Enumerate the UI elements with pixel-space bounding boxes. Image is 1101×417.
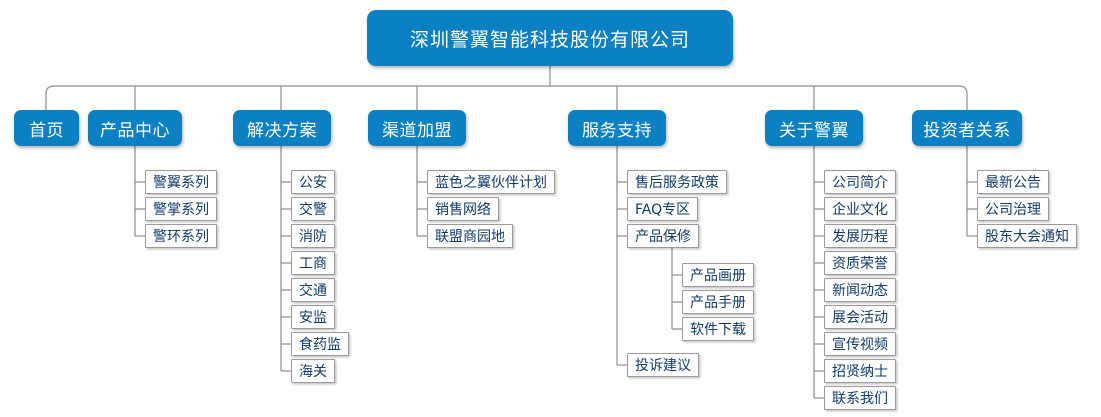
branch-node-label: 投资者关系 [923,120,1011,141]
leaf-node-2-3[interactable]: 工商 [291,251,335,275]
leaf-node-4-2-0[interactable]: 产品画册 [682,263,754,287]
leaf-node-label: 食药监 [299,337,341,353]
leaf-node-label: 新闻动态 [832,283,888,299]
leaf-node-4-2[interactable]: 产品保修 [627,224,699,248]
leaf-node-label: 工商 [299,256,327,272]
leaf-node-1-0[interactable]: 警翼系列 [145,170,217,194]
branch-node-label: 首页 [29,120,64,141]
leaf-node-2-7[interactable]: 海关 [291,359,335,383]
leaf-node-4-2-1[interactable]: 产品手册 [682,290,754,314]
leaf-node-5-3[interactable]: 资质荣誉 [824,251,896,275]
leaf-node-label: 产品保修 [635,229,691,245]
leaf-node-6-1[interactable]: 公司治理 [977,197,1049,221]
connector [45,85,55,110]
leaf-node-label: 售后服务政策 [635,175,719,191]
leaf-node-2-2[interactable]: 消防 [291,224,335,248]
branch-node-0[interactable]: 首页 [14,110,79,146]
leaf-node-5-0[interactable]: 公司简介 [824,170,896,194]
leaf-node-label: 产品手册 [690,295,746,311]
branch-node-label: 服务支持 [582,120,652,141]
branch-node-1[interactable]: 产品中心 [88,110,182,146]
leaf-node-2-1[interactable]: 交警 [291,197,335,221]
branch-node-4[interactable]: 服务支持 [568,110,666,146]
leaf-node-1-1[interactable]: 警掌系列 [145,197,217,221]
leaf-node-label: 警环系列 [153,229,209,245]
leaf-node-label: 蓝色之翼伙伴计划 [435,175,547,191]
leaf-node-label: 公安 [299,175,327,191]
branch-node-2[interactable]: 解决方案 [233,110,331,146]
leaf-node-2-5[interactable]: 安监 [291,305,335,329]
leaf-node-2-6[interactable]: 食药监 [291,332,349,356]
leaf-node-3-0[interactable]: 蓝色之翼伙伴计划 [427,170,555,194]
leaf-node-6-2[interactable]: 股东大会通知 [977,224,1077,248]
leaf-node-label: 交通 [299,283,327,299]
leaf-node-5-4[interactable]: 新闻动态 [824,278,896,302]
leaf-node-label: 公司治理 [985,202,1041,218]
leaf-node-label: 联盟商园地 [435,229,505,245]
leaf-node-label: 最新公告 [985,175,1041,191]
leaf-node-3-2[interactable]: 联盟商园地 [427,224,513,248]
branch-node-label: 产品中心 [100,120,170,141]
leaf-node-4-1[interactable]: FAQ专区 [627,197,699,221]
leaf-node-label: 宣传视频 [832,337,888,353]
leaf-node-4-2-2[interactable]: 软件下载 [682,317,754,341]
leaf-node-6-0[interactable]: 最新公告 [977,170,1049,194]
leaf-node-5-7[interactable]: 招贤纳士 [824,359,896,383]
leaf-node-5-5[interactable]: 展会活动 [824,305,896,329]
branch-node-label: 渠道加盟 [382,120,452,141]
leaf-node-label: 消防 [299,229,327,245]
branch-node-5[interactable]: 关于警翼 [765,110,863,146]
leaf-node-label: 展会活动 [832,310,888,326]
root-node-label: 深圳警翼智能科技股份有限公司 [409,28,690,51]
leaf-node-5-2[interactable]: 发展历程 [824,224,896,248]
leaf-node-label: 招贤纳士 [832,364,888,380]
leaf-node-label: 安监 [299,310,327,326]
leaf-node-2-0[interactable]: 公安 [291,170,335,194]
branch-node-6[interactable]: 投资者关系 [912,110,1022,146]
leaf-node-label: 警翼系列 [153,175,209,191]
leaf-node-label: 企业文化 [832,202,888,218]
branch-node-label: 解决方案 [247,120,317,141]
leaf-node-3-1[interactable]: 销售网络 [427,197,499,221]
branch-node-3[interactable]: 渠道加盟 [368,110,466,146]
leaf-node-label: 海关 [299,364,327,380]
leaf-node-label: 警掌系列 [153,202,209,218]
leaf-node-2-4[interactable]: 交通 [291,278,335,302]
leaf-node-label: 公司简介 [832,175,888,191]
leaf-node-label: 联系我们 [832,391,888,407]
leaf-node-label: FAQ专区 [635,202,691,218]
leaf-node-label: 销售网络 [435,202,491,218]
leaf-node-4-3[interactable]: 投诉建议 [627,353,699,377]
leaf-node-5-1[interactable]: 企业文化 [824,197,896,221]
leaf-node-label: 交警 [299,202,327,218]
leaf-node-4-0[interactable]: 售后服务政策 [627,170,727,194]
leaf-node-label: 软件下载 [690,322,746,338]
leaf-node-label: 投诉建议 [635,358,691,374]
connector [958,85,968,110]
leaf-node-label: 股东大会通知 [985,229,1069,245]
leaf-node-5-8[interactable]: 联系我们 [824,386,896,410]
branch-node-label: 关于警翼 [779,120,849,141]
leaf-node-1-2[interactable]: 警环系列 [145,224,217,248]
leaf-node-label: 资质荣誉 [832,256,888,272]
root-node[interactable]: 深圳警翼智能科技股份有限公司 [367,10,733,66]
leaf-node-label: 产品画册 [690,268,746,284]
leaf-node-label: 发展历程 [832,229,888,245]
leaf-node-5-6[interactable]: 宣传视频 [824,332,896,356]
